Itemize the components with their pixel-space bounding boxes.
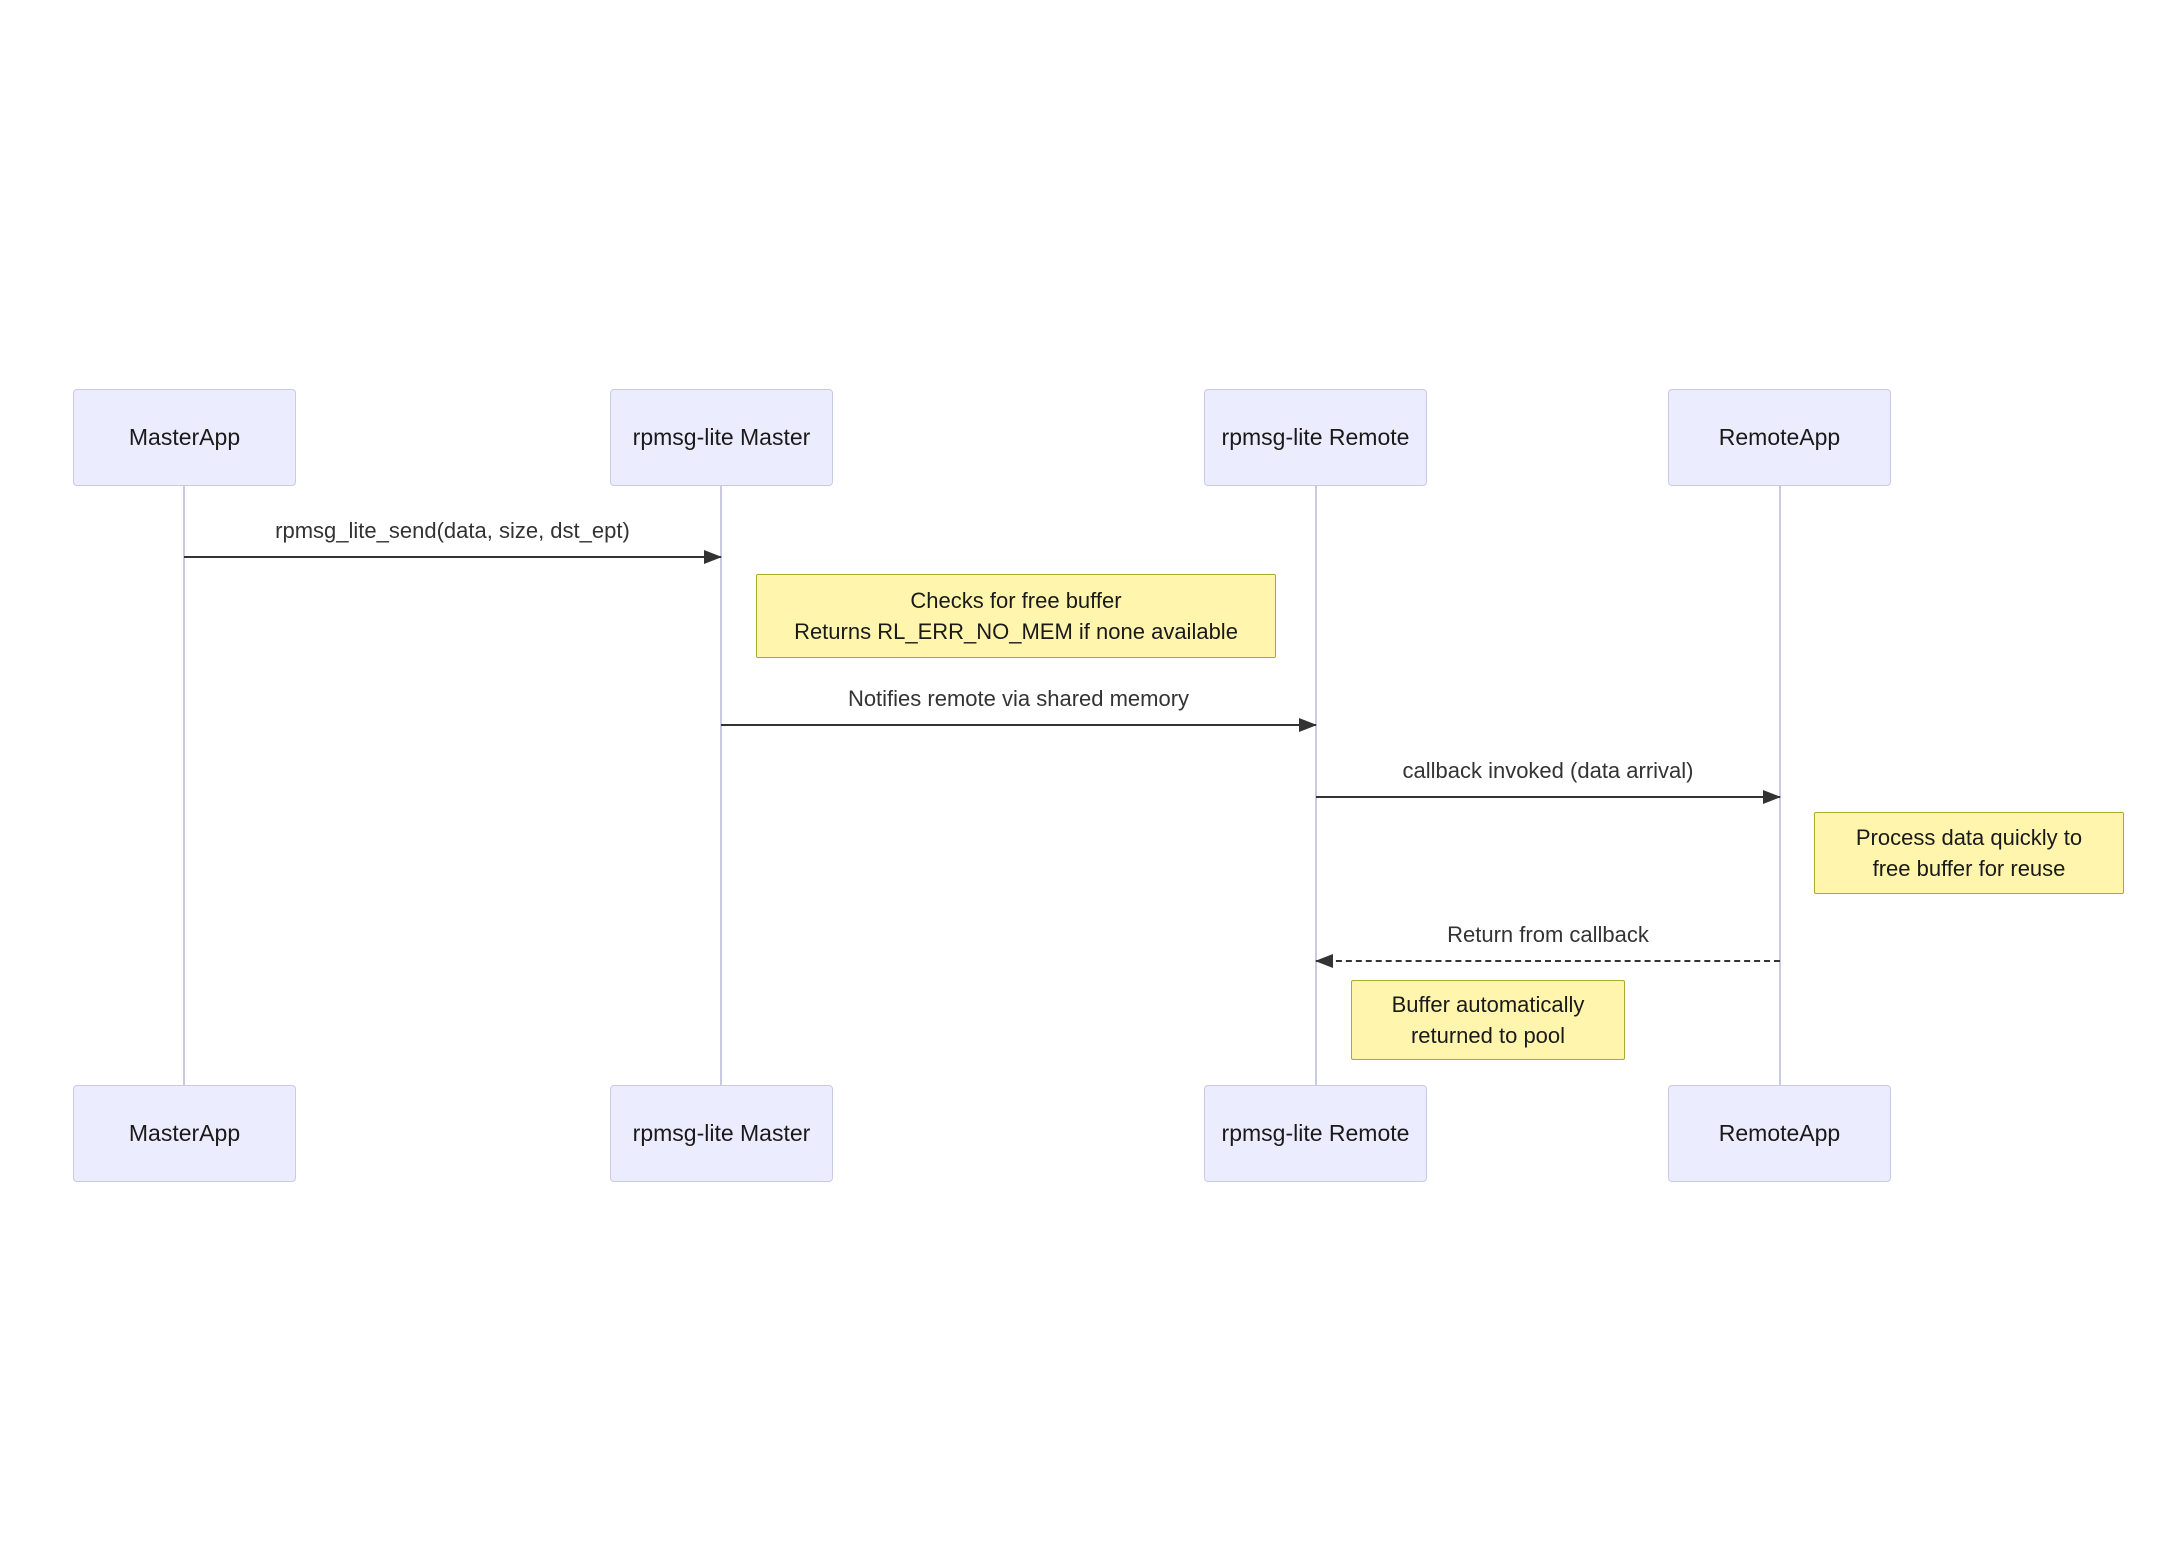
arrow-line	[184, 550, 722, 564]
actor-top-rpmsg-lite-remote: rpmsg-lite Remote	[1204, 389, 1427, 486]
actor-bottom-remoteapp: RemoteApp	[1668, 1085, 1891, 1182]
actor-bottom-rpmsg-lite-remote: rpmsg-lite Remote	[1204, 1085, 1427, 1182]
message-callback-invoked: callback invoked (data arrival)	[1316, 756, 1781, 804]
note-process-data-quickly: Process data quickly to free buffer for …	[1814, 812, 2124, 894]
actor-bottom-masterapp: MasterApp	[73, 1085, 296, 1182]
actor-label: RemoteApp	[1718, 424, 1841, 450]
arrow-line-dashed	[1315, 954, 1780, 968]
note-line: Checks for free buffer	[910, 588, 1122, 613]
note-line: free buffer for reuse	[1872, 856, 2066, 881]
note-line: Returns RL_ERR_NO_MEM if none available	[794, 619, 1238, 644]
lifeline-rpmsg-lite-remote	[1315, 486, 1317, 1085]
message-notifies-remote: Notifies remote via shared memory	[721, 684, 1317, 732]
actor-label: MasterApp	[128, 1120, 241, 1146]
lifeline-remoteapp	[1779, 486, 1781, 1085]
actor-bottom-rpmsg-lite-master: rpmsg-lite Master	[610, 1085, 833, 1182]
message-label: callback invoked (data arrival)	[1402, 758, 1694, 783]
actor-label: rpmsg-lite Remote	[1221, 1120, 1410, 1146]
lifeline-rpmsg-lite-master	[720, 486, 722, 1085]
note-line: returned to pool	[1410, 1023, 1566, 1048]
actor-top-remoteapp: RemoteApp	[1668, 389, 1891, 486]
note-checks-free-buffer: Checks for free buffer Returns RL_ERR_NO…	[756, 574, 1276, 658]
message-label: Notifies remote via shared memory	[847, 686, 1190, 711]
arrowhead-right-icon	[1299, 718, 1317, 732]
note-buffer-returned-to-pool: Buffer automatically returned to pool	[1351, 980, 1625, 1060]
actor-label: rpmsg-lite Master	[632, 1120, 811, 1146]
actor-label: RemoteApp	[1718, 1120, 1841, 1146]
message-rpmsg-lite-send: rpmsg_lite_send(data, size, dst_ept)	[184, 516, 722, 564]
note-line: Buffer automatically	[1391, 992, 1585, 1017]
arrowhead-right-icon	[1763, 790, 1781, 804]
actor-top-masterapp: MasterApp	[73, 389, 296, 486]
actor-label: rpmsg-lite Master	[632, 424, 811, 450]
lifeline-masterapp	[183, 486, 185, 1085]
note-line: Process data quickly to	[1855, 825, 2083, 850]
arrowhead-left-icon	[1315, 954, 1333, 968]
message-label: rpmsg_lite_send(data, size, dst_ept)	[275, 518, 630, 543]
arrow-line	[1316, 790, 1781, 804]
actor-label: rpmsg-lite Remote	[1221, 424, 1410, 450]
arrowhead-right-icon	[704, 550, 722, 564]
message-return-from-callback: Return from callback	[1315, 920, 1780, 968]
actor-label: MasterApp	[128, 424, 241, 450]
actor-top-rpmsg-lite-master: rpmsg-lite Master	[610, 389, 833, 486]
message-label: Return from callback	[1447, 922, 1649, 947]
arrow-line	[721, 718, 1317, 732]
